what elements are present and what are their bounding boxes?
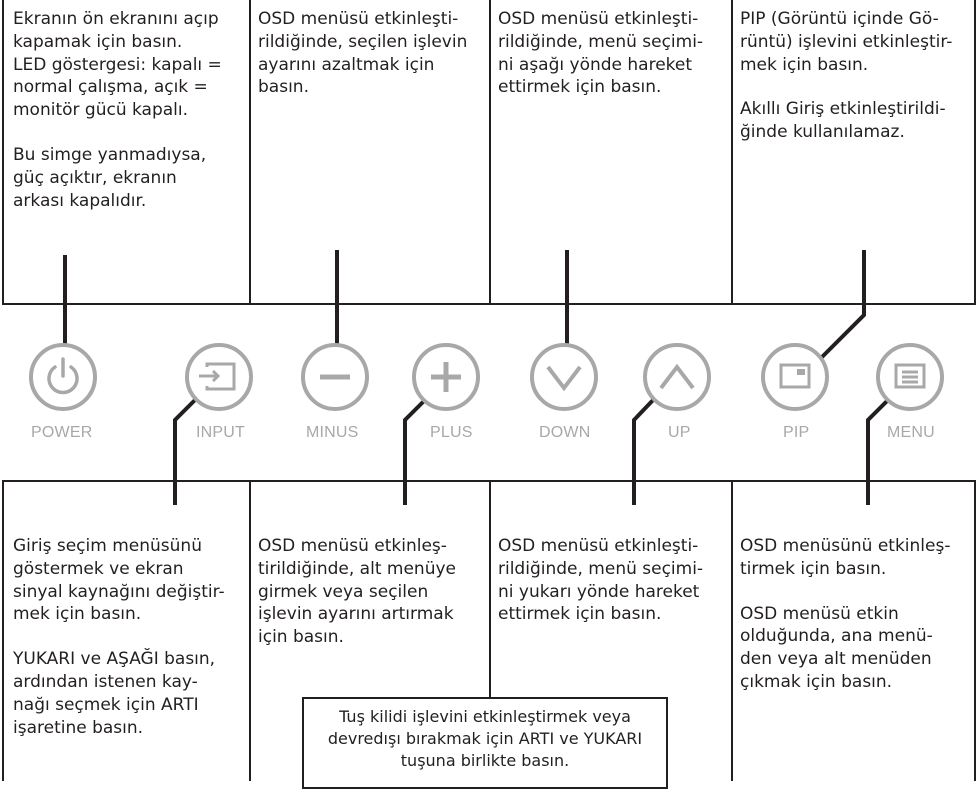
menu-description-note: OSD menüsü etkin olduğunda, ana menü- de… — [740, 603, 933, 692]
menu-label: MENU — [887, 424, 935, 441]
leader-line-plus — [403, 396, 429, 505]
up-description-text: OSD menüsü etkinleşti- rildiğinde, menü … — [498, 536, 704, 625]
pip-description: PIP (Görüntü içinde Gö- rüntü) işlevini … — [740, 8, 972, 144]
plus-button[interactable] — [412, 343, 480, 411]
plus-description: OSD menüsü etkinleş- tirildiğinde, alt m… — [258, 535, 486, 649]
leader-line-input — [173, 396, 199, 505]
input-description-note: YUKARI ve AŞAĞI basın, ardından istenen … — [13, 649, 216, 738]
power-description-text: Ekranın ön ekranını açıp kapamak için ba… — [13, 9, 222, 121]
down-label: DOWN — [539, 424, 591, 441]
menu-description: OSD menüsünü etkinleş- tirmek için basın… — [740, 535, 972, 694]
plus-icon — [431, 362, 461, 392]
minus-description-text: OSD menüsü etkinleşti- rildiğinde, seçil… — [258, 9, 468, 98]
power-description-note: Bu simge yanmadıysa, güç açıktır, ekranı… — [13, 144, 207, 211]
pip-description-note: Akıllı Giriş etkinleştirildi- ğinde kull… — [740, 99, 946, 143]
minus-label: MINUS — [306, 424, 359, 441]
input-label: INPUT — [196, 424, 245, 441]
up-button[interactable] — [643, 343, 711, 411]
power-label: POWER — [31, 424, 93, 441]
menu-description-text: OSD menüsünü etkinleş- tirmek için basın… — [740, 536, 951, 579]
up-label: UP — [668, 424, 691, 441]
plus-description-text: OSD menüsü etkinleş- tirildiğinde, alt m… — [258, 536, 456, 648]
menu-icon — [894, 363, 926, 389]
leader-line-up — [632, 396, 657, 505]
power-icon — [47, 357, 79, 395]
minus-description: OSD menüsü etkinleşti- rildiğinde, seçil… — [258, 8, 486, 99]
down-description: OSD menüsü etkinleşti- rildiğinde, menü … — [498, 8, 728, 99]
chevron-down-icon — [546, 365, 582, 392]
input-source-icon — [199, 362, 236, 391]
down-description-text: OSD menüsü etkinleşti- rildiğinde, menü … — [498, 9, 704, 98]
power-button[interactable] — [29, 343, 97, 411]
leader-lines — [63, 250, 892, 505]
leader-line-menu — [866, 396, 892, 505]
pip-description-text: PIP (Görüntü içinde Gö- rüntü) işlevini … — [740, 9, 953, 75]
pip-label: PIP — [783, 424, 810, 441]
pip-button[interactable] — [761, 343, 829, 411]
plus-label: PLUS — [430, 424, 473, 441]
down-button[interactable] — [530, 343, 598, 411]
power-description: Ekranın ön ekranını açıp kapamak için ba… — [13, 8, 245, 212]
up-description: OSD menüsü etkinleşti- rildiğinde, menü … — [498, 535, 728, 626]
pip-icon — [779, 363, 811, 389]
key-lock-note: Tuş kilidi işlevini etkinleştirmek veya … — [302, 697, 668, 789]
input-description: Giriş seçim menüsünü göstermek ve ekran … — [13, 535, 245, 739]
input-button[interactable] — [185, 343, 253, 411]
minus-button[interactable] — [301, 343, 369, 411]
chevron-up-icon — [659, 363, 695, 390]
menu-button[interactable] — [876, 343, 944, 411]
leader-line-pip — [816, 250, 866, 363]
input-description-text: Giriş seçim menüsünü göstermek ve ekran … — [13, 536, 225, 625]
